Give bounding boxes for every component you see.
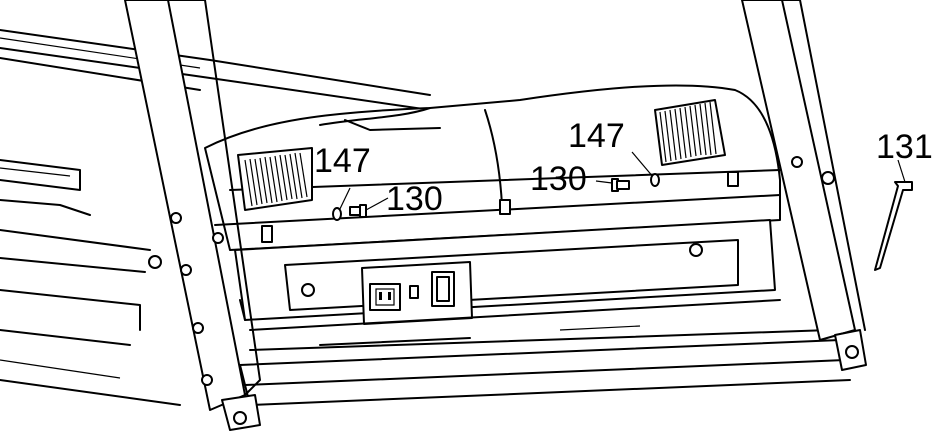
hood-brackets xyxy=(261,171,739,243)
vent-grille-left xyxy=(237,147,313,211)
power-socket-icon xyxy=(369,283,401,311)
allen-key-icon xyxy=(874,159,913,271)
right-bolt-icon xyxy=(611,178,630,192)
left-upright-post xyxy=(124,0,261,431)
right-washer-icon xyxy=(650,173,660,187)
power-panel xyxy=(361,261,473,325)
right-upright-post xyxy=(741,0,867,371)
upper-rails xyxy=(0,29,431,216)
motor-hood xyxy=(204,84,781,251)
callout-right-bolt: 130 xyxy=(530,160,587,198)
power-switch-icon xyxy=(431,271,455,307)
callout-allen-key: 131 xyxy=(876,128,933,166)
vent-grille-right xyxy=(654,99,726,166)
left-washer-icon xyxy=(332,207,342,221)
deck-frame xyxy=(0,229,181,406)
callout-left-bolt: 130 xyxy=(386,180,443,218)
right-hardware xyxy=(595,151,660,192)
right-bolt-leader xyxy=(595,180,613,184)
left-bolt-icon xyxy=(349,204,367,218)
callout-right-washer: 147 xyxy=(568,117,625,155)
right-washer-leader xyxy=(631,151,655,179)
callout-left-washer: 147 xyxy=(314,142,371,180)
fuse-holder-icon xyxy=(409,285,419,299)
left-bolt-leader xyxy=(365,197,389,211)
left-hardware xyxy=(332,187,389,221)
